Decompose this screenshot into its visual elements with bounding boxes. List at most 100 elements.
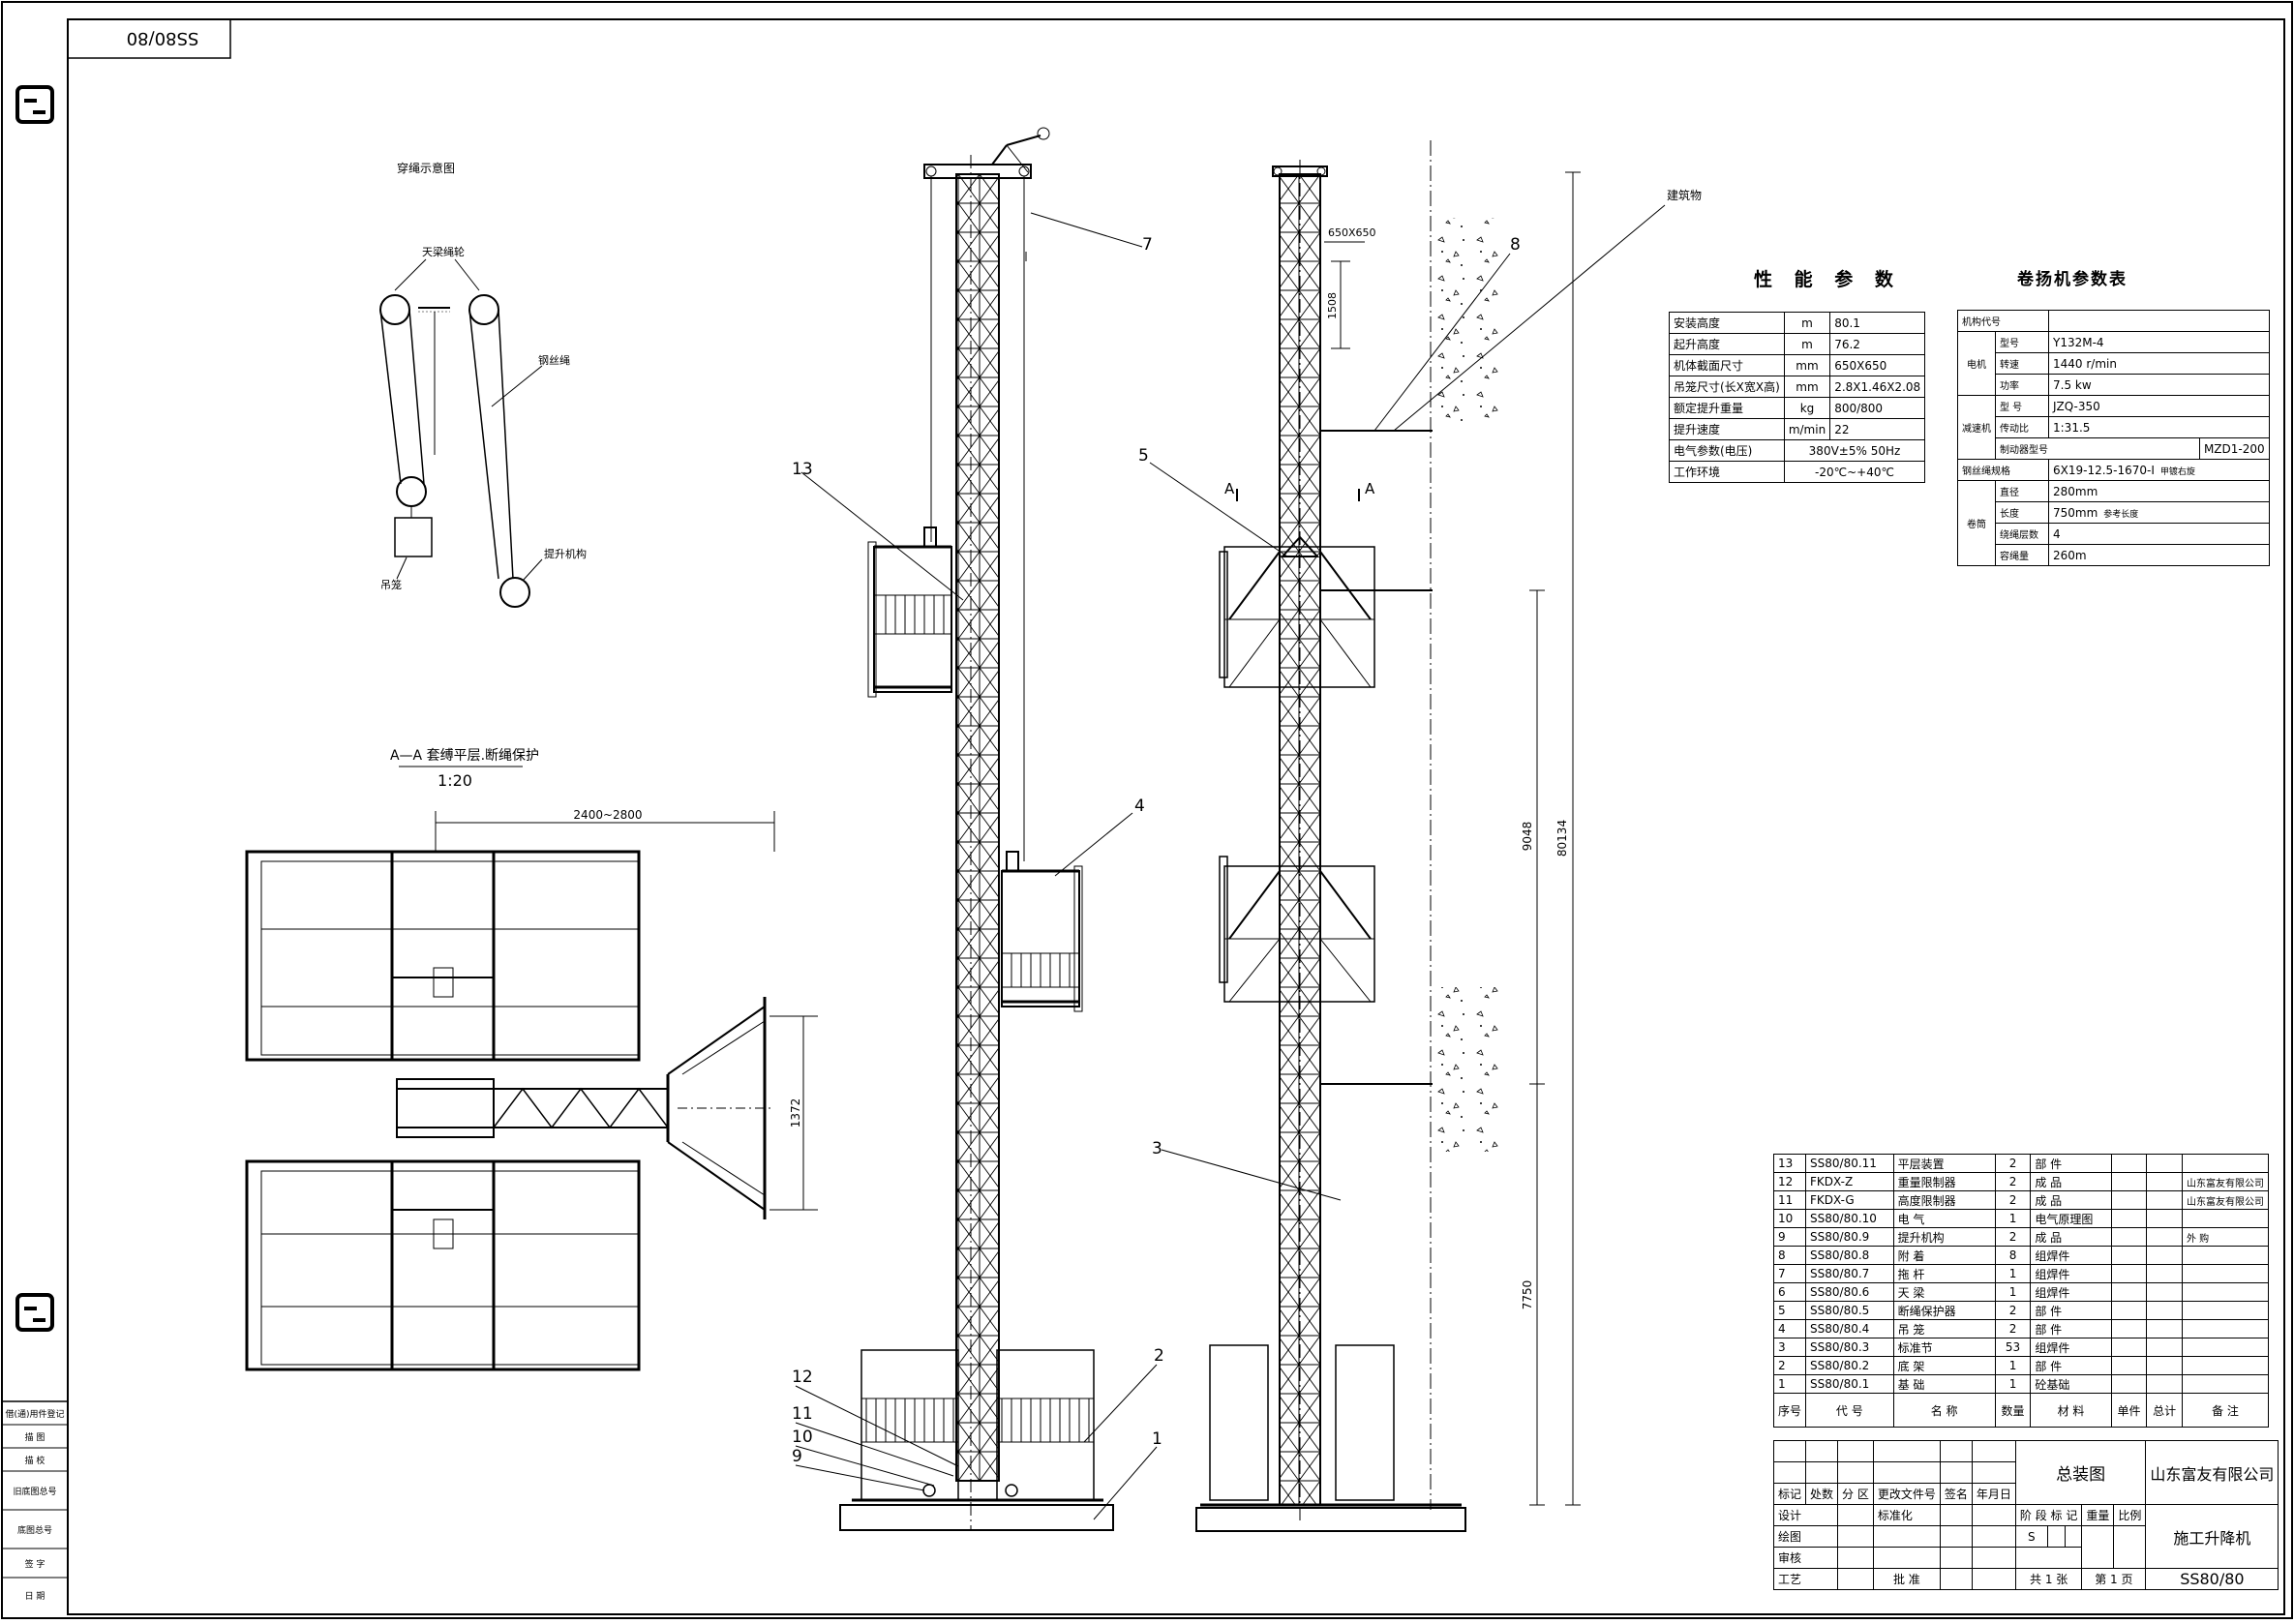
bom-qty: 2 (1994, 1190, 2032, 1210)
svg-text:3: 3 (1152, 1139, 1162, 1158)
bom-name: 吊 笼 (1892, 1319, 1996, 1338)
bom-remark (2181, 1246, 2270, 1265)
bom-qty: 1 (1994, 1264, 2032, 1283)
winch-table-title: 卷扬机参数表 (2017, 270, 2128, 289)
bom-cell (2146, 1282, 2183, 1302)
side-strip: 借(通)用件登记 描 图 描 校 旧底图总号 底图总号 签 字 日 期 (2, 1408, 68, 1602)
param-name: 工作环境 (1669, 461, 1785, 483)
top-pulley-right (468, 294, 499, 325)
bom-cell (2146, 1264, 2183, 1283)
bom-cell (2110, 1356, 2148, 1375)
svg-text:650X650: 650X650 (1328, 226, 1376, 239)
param-value: 380V±5% 50Hz (1783, 439, 1926, 462)
side-logo-icon (15, 1293, 54, 1332)
param-name: 机体截面尺寸 (1669, 354, 1785, 376)
rope-diagram-title: 穿绳示意图 (397, 161, 455, 175)
svg-text:建筑物: 建筑物 (1667, 188, 1702, 202)
section-title: A—A 套缚平层.断绳保护 (390, 747, 539, 764)
winch-param-name: 传动比 (1995, 416, 2049, 438)
bom-cell (2146, 1190, 2183, 1210)
bom-header-code: 代 号 (1805, 1393, 1894, 1428)
bom-remark: 山东富友有限公司 (2181, 1190, 2270, 1210)
winch-param-value: 280mm (2048, 480, 2270, 502)
bom-name: 重量限制器 (1892, 1172, 1996, 1191)
rope-diagram: 穿绳示意图 天梁绳轮 吊笼 钢丝绳 提升机构 (379, 161, 587, 608)
bom-qty: 8 (1994, 1246, 2032, 1265)
bom-cell (2110, 1282, 2148, 1302)
svg-text:吊笼: 吊笼 (380, 578, 402, 591)
winch-param-value: 7.5 kw (2048, 374, 2270, 396)
title-block: 总装图 山东富友有限公司 标记处数分 区更改文件号签名年月日 设计标准化 阶 段… (1772, 1440, 2279, 1590)
bom-mat: 组焊件 (2030, 1264, 2112, 1283)
svg-text:天梁绳轮: 天梁绳轮 (422, 245, 465, 258)
param-value: -20℃~+40℃ (1783, 461, 1926, 483)
winch-group: 减速机 (1957, 395, 1996, 460)
side-logo-icon (15, 85, 54, 124)
cage-box (394, 517, 433, 557)
bom-remark (2181, 1209, 2270, 1228)
winch-param-name: 型 号 (1995, 395, 2049, 417)
bom-name: 底 架 (1892, 1356, 1996, 1375)
winch-param-name: 钢丝绳规格 (1957, 459, 2049, 481)
bom-cell (2110, 1154, 2148, 1173)
winch-param-name: 型号 (1995, 331, 2049, 353)
bom-code: FKDX-Z (1805, 1172, 1894, 1191)
bom-mat: 部 件 (2030, 1319, 2112, 1338)
cage-pulley (396, 476, 427, 507)
bom-mat: 组焊件 (2030, 1282, 2112, 1302)
bom-code: SS80/80.1 (1805, 1374, 1894, 1394)
bom-name: 天 梁 (1892, 1282, 1996, 1302)
winch-header-row: 机构代号 (1957, 310, 2270, 332)
bom-cell (2110, 1246, 2148, 1265)
bom-remark (2181, 1264, 2270, 1283)
bom-cell (2146, 1227, 2183, 1247)
bom-qty: 2 (1994, 1319, 2032, 1338)
bom-header-row: 序号代 号名 称数量材 料单件总计备 注 (1772, 1393, 2270, 1428)
winch-note: 甲镀右旋 (2159, 466, 2195, 477)
bom-no: 8 (1772, 1246, 1807, 1265)
bom-cell (2110, 1319, 2148, 1338)
param-name: 安装高度 (1669, 312, 1785, 334)
drawing-number-stamp: SS80/80 (127, 28, 199, 48)
bom-code: SS80/80.3 (1805, 1338, 1894, 1357)
bom-mat: 部 件 (2030, 1356, 2112, 1375)
param-name: 吊笼尺寸(长X宽X高) (1669, 376, 1785, 398)
section-scale: 1:20 (438, 771, 472, 790)
svg-text:4: 4 (1134, 797, 1145, 816)
bom-no: 13 (1772, 1154, 1807, 1173)
bom-code: SS80/80.9 (1805, 1227, 1894, 1247)
winch-param-value: JZQ-350 (2048, 395, 2270, 417)
param-name: 额定提升重量 (1669, 397, 1785, 419)
bom-code: FKDX-G (1805, 1190, 1894, 1210)
param-unit: mm (1783, 376, 1831, 398)
bom-cell (2146, 1209, 2183, 1228)
param-value: 2.8X1.46X2.08 (1829, 376, 1926, 398)
svg-text:描 图: 描 图 (25, 1431, 45, 1443)
svg-text:1: 1 (1152, 1429, 1162, 1449)
bom-no: 11 (1772, 1190, 1807, 1210)
bom-code: SS80/80.8 (1805, 1246, 1894, 1265)
front-elevation: 7 13 4 2 1 12 11 10 9 (792, 127, 1164, 1531)
winch-group: 电机 (1957, 331, 1996, 396)
param-value: 800/800 (1829, 397, 1926, 419)
inner-frame (67, 18, 2285, 1615)
bom-qty: 1 (1994, 1356, 2032, 1375)
bom-remark (2181, 1356, 2270, 1375)
svg-text:7: 7 (1142, 235, 1153, 255)
bom-remark: 外 购 (2181, 1227, 2270, 1247)
svg-text:9048: 9048 (1521, 822, 1534, 852)
param-value: 650X650 (1829, 354, 1926, 376)
bom-mat: 成 品 (2030, 1227, 2112, 1247)
winch-param-value: 260m (2048, 544, 2270, 566)
